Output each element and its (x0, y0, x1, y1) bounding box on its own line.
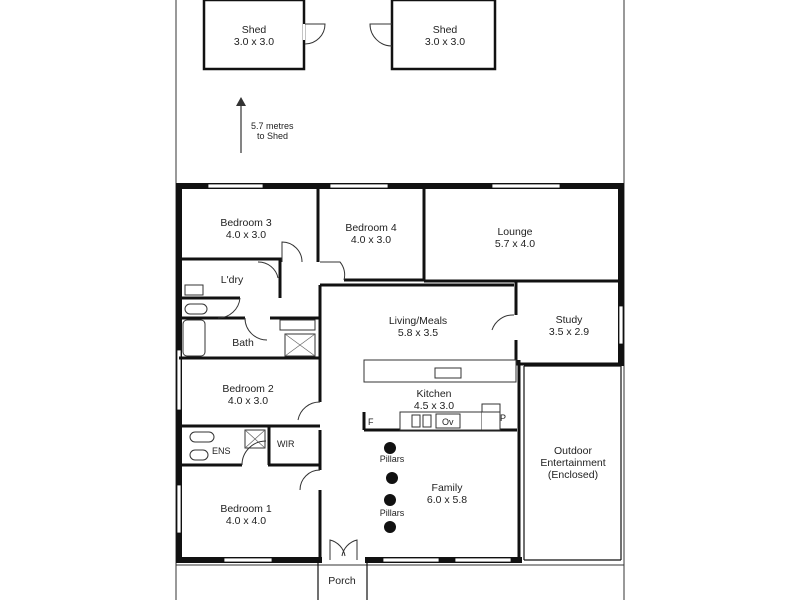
pillars-label-2: Pillars (380, 508, 405, 518)
kitchen-dims: 4.5 x 3.0 (414, 400, 454, 412)
distance-line2: to Shed (257, 131, 288, 141)
wir-name: WIR (277, 439, 295, 449)
kitchen-island (363, 359, 517, 431)
pillars-label-1: Pillars (380, 454, 405, 464)
bathroom-fixtures (182, 284, 316, 461)
shed-right-name: Shed (433, 24, 458, 36)
distance-arrow: 5.7 metres to Shed (236, 97, 294, 153)
oven-label: Ov (442, 417, 454, 427)
shed-left-name: Shed (242, 24, 267, 36)
shed-left-dims: 3.0 x 3.0 (234, 36, 274, 48)
outdoor-line1: Outdoor (554, 445, 592, 457)
bedroom1-name: Bedroom 1 (220, 503, 272, 515)
bedroom2-dims: 4.0 x 3.0 (228, 395, 268, 407)
bath-name: Bath (232, 337, 254, 349)
kitchen-name: Kitchen (416, 388, 451, 400)
pantry-label: P (500, 413, 506, 423)
porch-name: Porch (328, 575, 356, 587)
living-meals-dims: 5.8 x 3.5 (398, 327, 438, 339)
distance-line1: 5.7 metres (251, 121, 294, 131)
bedroom3-dims: 4.0 x 3.0 (226, 229, 266, 241)
ens-name: ENS (212, 446, 231, 456)
study-name: Study (556, 314, 584, 326)
bedroom3-name: Bedroom 3 (220, 217, 272, 229)
outdoor-line3: (Enclosed) (548, 469, 598, 481)
shed-right-dims: 3.0 x 3.0 (425, 36, 465, 48)
study-dims: 3.5 x 2.9 (549, 326, 589, 338)
lounge-dims: 5.7 x 4.0 (495, 238, 535, 250)
living-meals-name: Living/Meals (389, 315, 447, 327)
bedroom4-dims: 4.0 x 3.0 (351, 234, 391, 246)
outdoor-line2: Entertainment (540, 457, 605, 469)
bedroom4-name: Bedroom 4 (345, 222, 397, 234)
exterior-walls (176, 183, 624, 563)
interior-walls (179, 186, 622, 600)
lounge-name: Lounge (497, 226, 532, 238)
bedroom1-dims: 4.0 x 4.0 (226, 515, 266, 527)
shed-right: Shed 3.0 x 3.0 (369, 0, 497, 71)
pillars (384, 442, 398, 533)
door-swings (217, 241, 515, 560)
family-name: Family (432, 482, 464, 494)
shed-left: Shed 3.0 x 3.0 (202, 0, 326, 71)
laundry-name: L'dry (221, 274, 244, 286)
bedroom2-name: Bedroom 2 (222, 383, 274, 395)
fridge-label: F (368, 417, 374, 427)
family-dims: 6.0 x 5.8 (427, 494, 467, 506)
